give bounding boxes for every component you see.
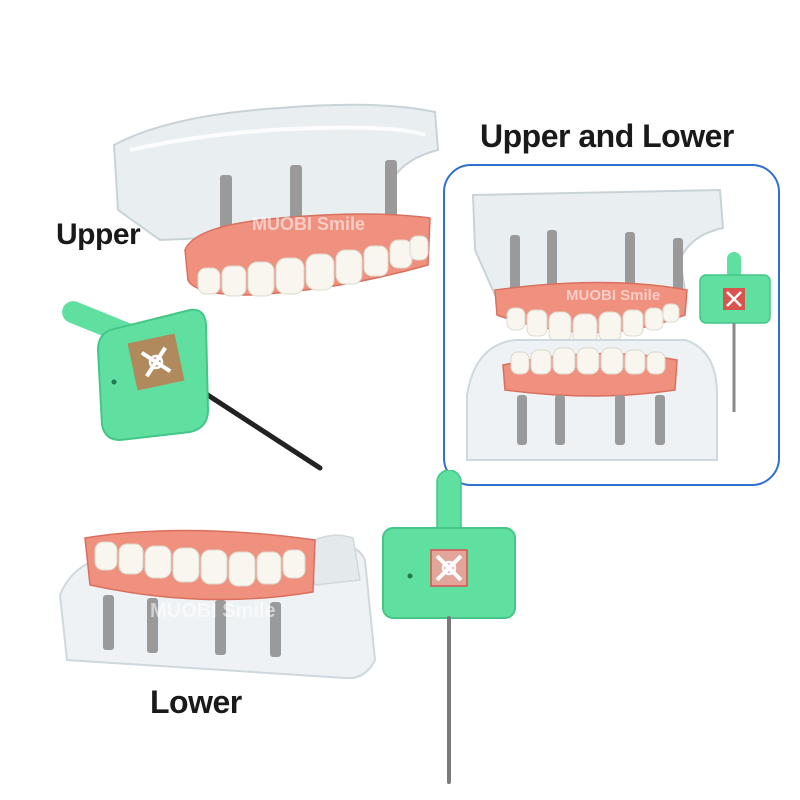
lower-hex-key bbox=[382, 470, 516, 784]
lower-jaw-model bbox=[58, 529, 377, 680]
watermark-upper: MUOBI Smile bbox=[252, 214, 366, 234]
upper-and-lower-model bbox=[466, 188, 771, 461]
brand-logo-icon bbox=[127, 333, 185, 391]
label-lower: Lower bbox=[150, 684, 242, 720]
label-upper-and-lower: Upper and Lower bbox=[480, 118, 734, 154]
brand-logo-icon bbox=[430, 549, 468, 587]
watermark-combined: MUOBI Smile bbox=[566, 287, 661, 304]
hex-key-icon bbox=[62, 301, 323, 471]
label-upper: Upper bbox=[56, 218, 141, 251]
watermark-lower: MUOBI Smile bbox=[150, 600, 276, 622]
combined-view-frame bbox=[443, 164, 780, 486]
upper-jaw-model bbox=[112, 103, 440, 297]
